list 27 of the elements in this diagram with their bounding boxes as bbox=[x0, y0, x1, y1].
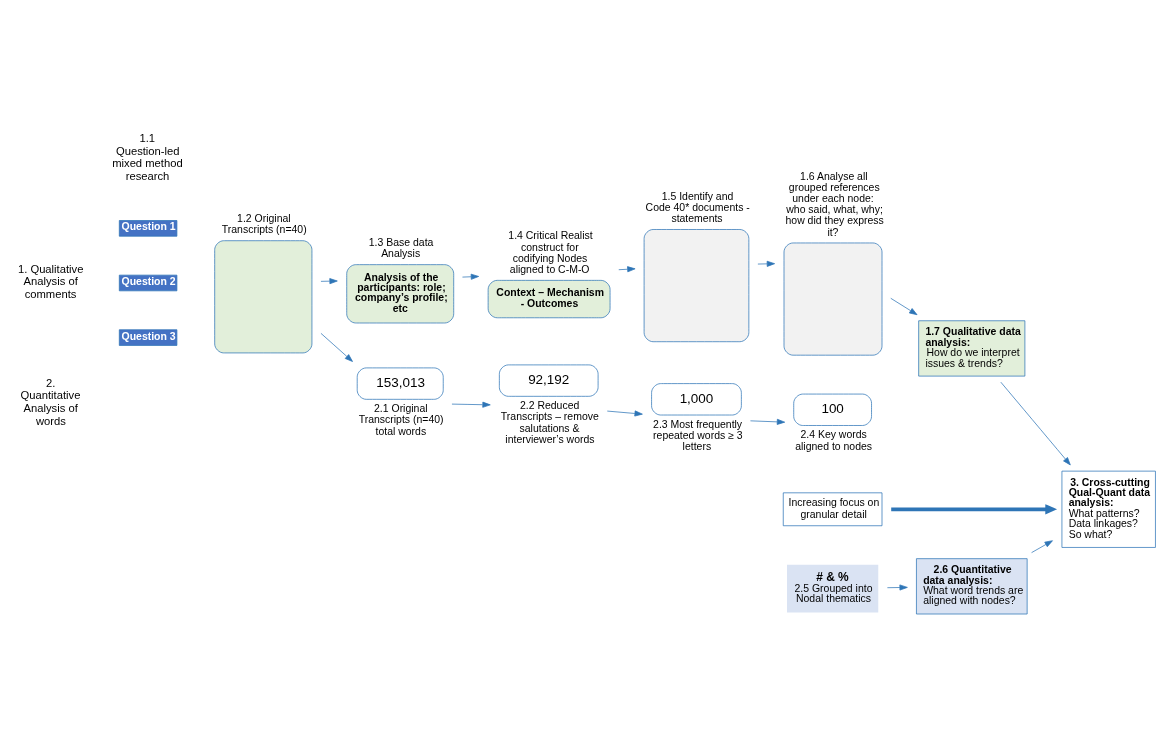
node-label: 2.1 Original Transcripts (n=40) total words bbox=[358, 402, 444, 437]
arrow bbox=[1000, 381, 1071, 465]
node-label: 1.2 Original Transcripts (n=40) bbox=[221, 212, 307, 235]
node-label: 1.5 Identify and Code 40* documents - statements bbox=[645, 190, 750, 224]
node-label: 2.2 Reduced Transcripts – remove salutations & interviewer’s words bbox=[500, 399, 599, 445]
arrow bbox=[451, 401, 491, 408]
arrow bbox=[757, 260, 775, 267]
arrow bbox=[462, 273, 480, 280]
arrow bbox=[891, 503, 1058, 514]
arrow bbox=[890, 297, 918, 315]
label: 1. Qualitative Analysis of comments bbox=[17, 262, 84, 300]
arrow bbox=[618, 265, 636, 272]
arrow bbox=[887, 584, 908, 590]
arrow bbox=[750, 418, 786, 425]
label: 1.1 Question-led mixed method research bbox=[112, 131, 183, 182]
node-label: 1.3 Base data Analysis bbox=[368, 236, 434, 259]
node-label: 1.4 Critical Realist construct for codifying Nodes aligned to C-M-O bbox=[508, 229, 593, 275]
arrow bbox=[606, 410, 643, 416]
node-box: # & % 2.5 Grouped into Nodal thematics bbox=[787, 564, 879, 613]
node-label: 2.4 Key words aligned to nodes bbox=[795, 428, 873, 452]
label: 2. Quantitative Analysis of words bbox=[20, 376, 81, 427]
node-label: 2.3 Most frequently repeated words ≥ 3 letters bbox=[653, 418, 743, 452]
arrow bbox=[320, 277, 338, 284]
node-label: 1.6 Analyse all grouped references under each node: who said, what, why; how did they express it? bbox=[785, 170, 884, 238]
node-box: Increasing focus on granular detail bbox=[782, 491, 883, 526]
arrow bbox=[320, 332, 353, 362]
arrow bbox=[1031, 539, 1053, 553]
